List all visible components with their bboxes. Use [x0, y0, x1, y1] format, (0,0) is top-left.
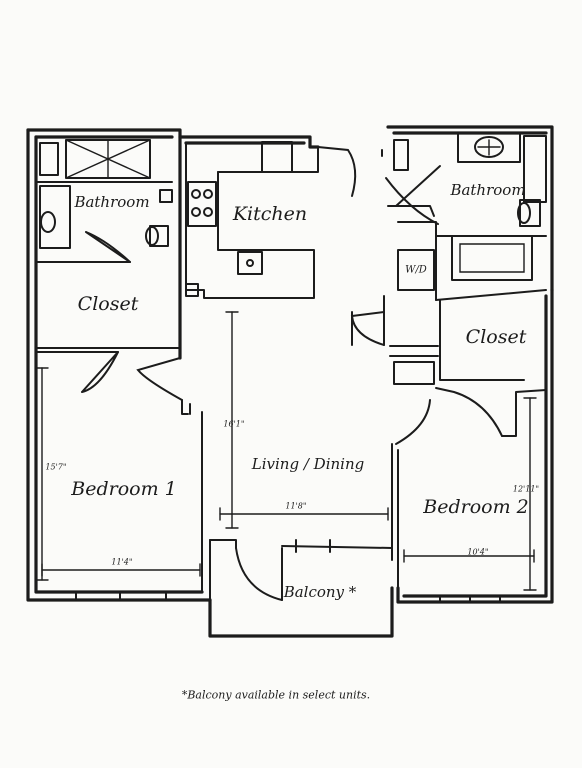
kitchen-fixtures [185, 141, 383, 299]
hall-walls [181, 165, 441, 415]
washer-dryer-label: W/D [405, 264, 427, 276]
bathroom-left-fixtures [35, 139, 173, 263]
kitchen-label: Kitchen [232, 203, 308, 225]
bathroom-right-fixtures [393, 132, 547, 281]
closet-right-label: Closet [465, 326, 527, 348]
bathroom-right-label: Bathroom [450, 181, 526, 199]
bedroom-1-depth-dimension: 15'7" [45, 462, 67, 472]
washer-dryer-box [397, 249, 435, 291]
balcony-label: Balcony * [283, 583, 357, 601]
bedroom-2-details [397, 397, 537, 603]
bedroom-2-depth-dimension: 12'11" [512, 484, 540, 494]
bedroom-1-label: Bedroom 1 [71, 478, 177, 500]
balcony-footnote: *Balcony available in select units. [181, 688, 371, 702]
bathroom-left-label: Bathroom [74, 193, 150, 211]
living-details [209, 311, 393, 601]
closet-left-label: Closet [77, 293, 139, 315]
bedroom-2-label: Bedroom 2 [423, 496, 529, 518]
living-width-dimension: 11'8" [285, 501, 307, 511]
bedroom-1-width-dimension: 11'4" [111, 557, 133, 567]
closet-right [389, 289, 547, 561]
bedroom-2-width-dimension: 10'4" [467, 547, 489, 557]
living-dining-label: Living / Dining [251, 455, 365, 473]
bedroom-1-details [35, 367, 211, 601]
closet-left [35, 347, 183, 401]
living-depth-dimension: 16'1" [223, 419, 245, 429]
